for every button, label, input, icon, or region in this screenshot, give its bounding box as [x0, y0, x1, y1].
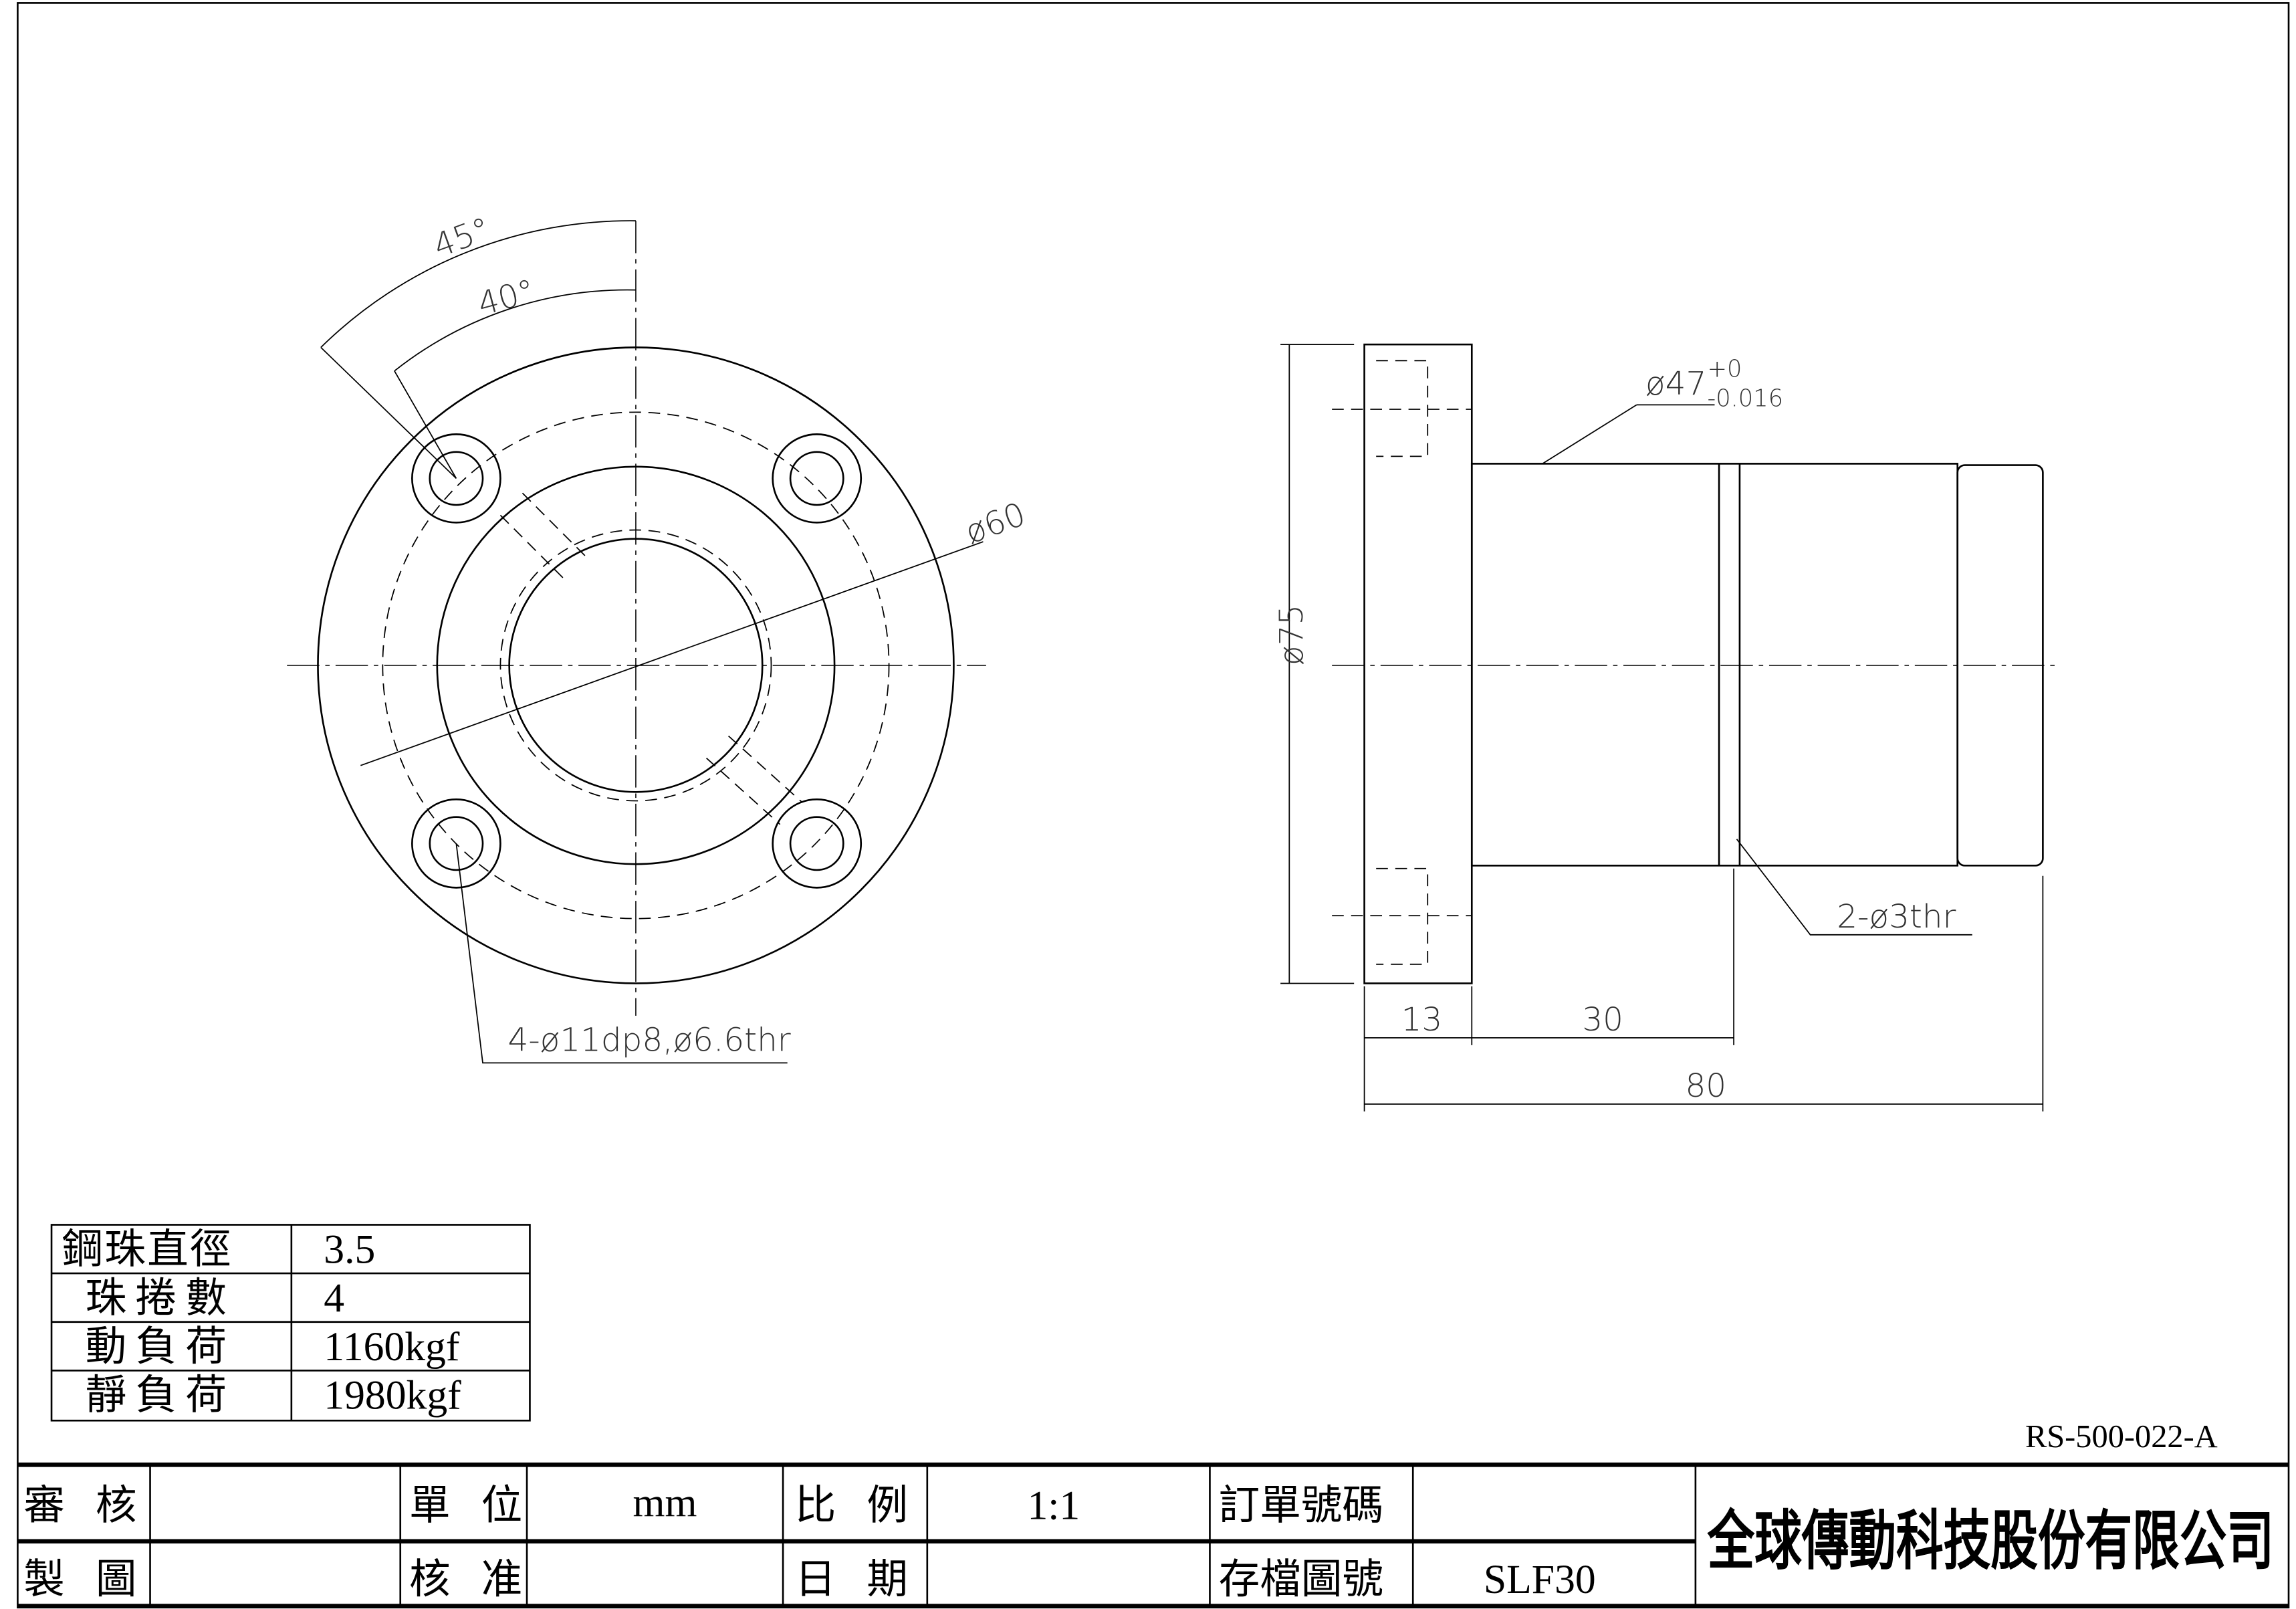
company-name: 全球傳動科技股份有限公司: [1707, 1503, 2274, 1579]
order-label: 訂單號碼: [1219, 1481, 1384, 1529]
drawing-number: RS-500-022-A: [2025, 1419, 2218, 1455]
front-view: 45° 40° ø60 4-ø11dp8,ø6.6thr: [287, 211, 1030, 1064]
scale-label: 比 例: [795, 1481, 917, 1529]
nut-body: [1470, 463, 1959, 867]
unit-value: mm: [633, 1480, 697, 1525]
dim-30: 30: [1582, 1001, 1623, 1039]
svg-text:+0: +0: [1707, 356, 1742, 383]
svg-text:-0.016: -0.016: [1707, 385, 1783, 413]
file-value: SLF30: [1484, 1557, 1596, 1602]
spec-value: 1160kgf: [324, 1324, 460, 1370]
spec-label: 珠捲數: [86, 1273, 236, 1321]
scale-value: 1:1: [1027, 1483, 1080, 1529]
date-label: 日 期: [795, 1555, 917, 1603]
file-label: 存檔圖號: [1219, 1555, 1384, 1603]
side-view: ø47 +0 -0.016 2-ø3thr ø75 13 30 80: [1273, 343, 2061, 1111]
angle-45: 45°: [429, 211, 495, 265]
oil-hole-callout: 2-ø3thr: [1837, 898, 1956, 936]
angle-40: 40°: [474, 272, 539, 323]
bore: [508, 538, 764, 793]
spec-value: 1980kgf: [324, 1373, 461, 1418]
body-diameter: ø47: [1645, 365, 1706, 403]
spec-value: 4: [324, 1275, 344, 1321]
spec-value: 3.5: [324, 1227, 375, 1273]
drawn-label: 製 圖: [23, 1555, 145, 1603]
review-label: 審 核: [23, 1481, 145, 1529]
dim-80: 80: [1685, 1067, 1726, 1105]
pcd-dimension: ø60: [960, 496, 1030, 552]
unit-label: 單 位: [409, 1481, 531, 1529]
bolt-holes: [411, 433, 863, 889]
dim-13: 13: [1401, 1001, 1443, 1039]
flange-diameter: ø75: [1273, 605, 1310, 665]
spec-label: 動負荷: [86, 1322, 236, 1370]
flange-outline: [317, 346, 955, 984]
pitch-circle: [382, 411, 890, 920]
spec-label: 鋼珠直徑: [62, 1225, 232, 1273]
hub-outline: [436, 465, 836, 865]
spec-table: 鋼珠直徑 3.5 珠捲數 4 動負荷 1160kgf 靜負荷 1980kgf: [50, 1224, 531, 1422]
nut-end: [1956, 464, 2044, 867]
approve-label: 核 准: [409, 1555, 531, 1603]
flange: [1363, 343, 1473, 984]
title-block: 審 核 單 位 mm 比 例 1:1 訂單號碼 製 圖 核 准 日 期 存檔圖號…: [17, 1462, 2289, 1608]
hole-callout: 4-ø11dp8,ø6.6thr: [507, 1022, 790, 1059]
spec-label: 靜負荷: [86, 1371, 236, 1419]
